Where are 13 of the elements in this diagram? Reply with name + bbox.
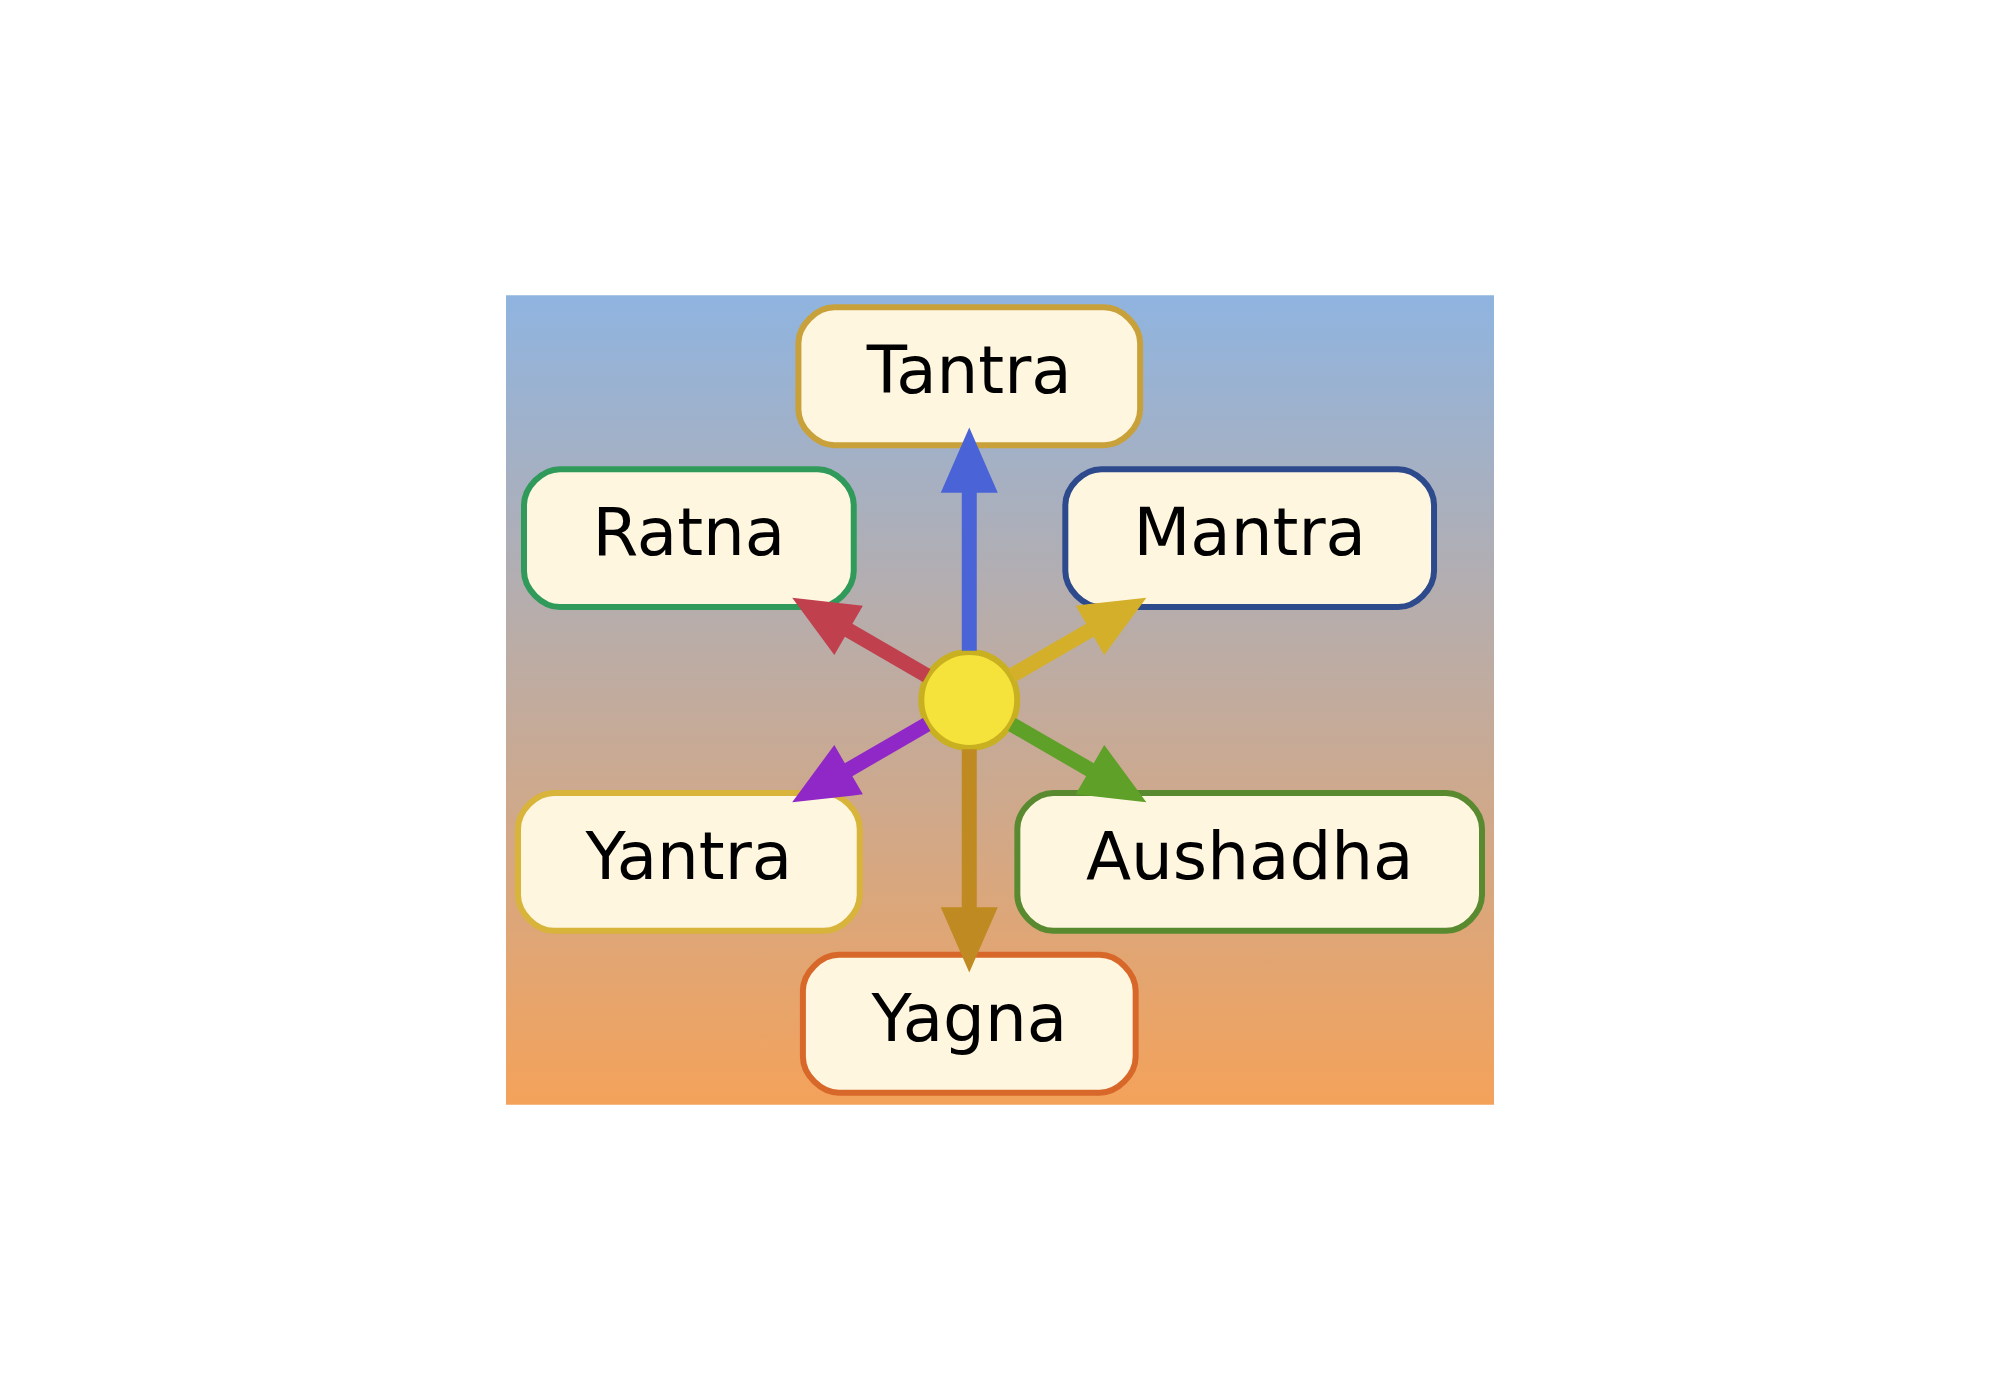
node-box: Ratna: [521, 466, 857, 611]
node-circle: [918, 649, 1021, 751]
node-box: Tantra: [795, 304, 1144, 449]
arrow: [792, 718, 931, 803]
node-box: Yagna: [799, 951, 1139, 1096]
arrow: [1008, 597, 1147, 682]
node-box: Mantra: [1062, 466, 1438, 611]
node-box: Yantra: [515, 789, 863, 934]
arrow: [940, 427, 998, 651]
arrow: [792, 597, 931, 682]
node-box: Aushadha: [1014, 789, 1485, 934]
arrow: [1008, 718, 1147, 803]
arrow: [940, 749, 998, 973]
